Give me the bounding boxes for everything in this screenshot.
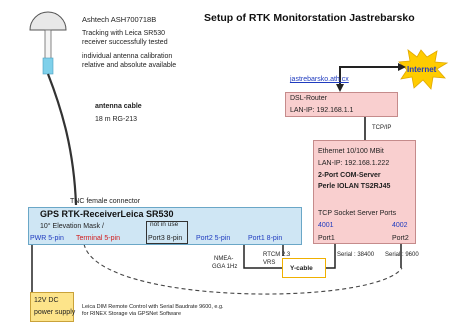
antenna-note-4: relative and absolute available bbox=[82, 62, 177, 69]
power-supply-line-2: power supply bbox=[34, 309, 76, 316]
nmea-link bbox=[243, 244, 282, 269]
terminal-dashed-link bbox=[83, 243, 403, 295]
antenna-note-2: receiver successfully tested bbox=[82, 39, 168, 46]
serial-left-label: Serial : 38400 bbox=[337, 252, 375, 258]
tnc-connector-label: TNC female connector bbox=[70, 198, 141, 205]
receiver-title: GPS RTK-ReceiverLeica SR530 bbox=[40, 209, 174, 219]
dsl-router-box bbox=[285, 92, 398, 117]
comserver-port2-number: 4002 bbox=[392, 222, 408, 229]
comserver-ethernet: Ethernet 10/100 MBit bbox=[318, 148, 384, 155]
terminal-port-label: Terminal 5-pin bbox=[76, 235, 120, 242]
internet-link bbox=[339, 66, 402, 88]
gga-label: GGA 1Hz bbox=[212, 264, 238, 270]
antenna-dome-icon bbox=[29, 11, 67, 31]
pwr-port-label: PWR 5-pin bbox=[30, 235, 64, 242]
comserver-port1-number: 4001 bbox=[318, 222, 334, 229]
comserver-ports-title: TCP Socket Server Ports bbox=[318, 210, 397, 217]
antenna-mount bbox=[42, 57, 54, 75]
port3-label: Port3 8-pin bbox=[148, 235, 183, 242]
antenna-note-3: individual antenna calibration bbox=[82, 53, 173, 60]
router-lan-ip: LAN-IP: 192.168.1.1 bbox=[290, 107, 354, 114]
serial-port1-link bbox=[326, 244, 336, 269]
arrow-right-icon bbox=[398, 63, 406, 71]
port3-unused-frame bbox=[146, 221, 188, 244]
footer-line-2: for RINEX Storage via GPSNet Software bbox=[82, 311, 182, 317]
not-in-use-label: not in use bbox=[150, 221, 179, 228]
page-title: Setup of RTK Monitorstation Jastrebarsko bbox=[204, 12, 415, 24]
vrs-label: VRS bbox=[263, 260, 276, 266]
port2-label: Port2 5-pin bbox=[196, 235, 231, 242]
tcpip-label: TCP/IP bbox=[372, 125, 392, 131]
antenna-note-1: Tracking with Leica SR530 bbox=[82, 30, 166, 37]
port1-label: Port1 8-pin bbox=[248, 235, 283, 242]
internet-burst-icon bbox=[398, 49, 449, 90]
router-type: DSL-Router bbox=[290, 95, 327, 102]
nmea-label: NMEA- bbox=[214, 256, 234, 262]
com-server-box bbox=[313, 140, 416, 244]
antenna-cable-line bbox=[46, 73, 78, 206]
power-supply-line-1: 12V DC bbox=[34, 297, 59, 304]
receiver-box bbox=[28, 207, 302, 245]
antenna-model: Ashtech ASH700718B bbox=[82, 15, 157, 24]
footer-line-1: Leica DIM Remote Control with Serial Bau… bbox=[82, 304, 224, 310]
comserver-lan-ip: LAN-IP: 192.168.1.222 bbox=[318, 160, 390, 167]
power-supply-box bbox=[30, 292, 74, 322]
comserver-port2-label: Port2 bbox=[392, 235, 409, 242]
y-cable-label: Y-cable bbox=[290, 265, 313, 272]
receiver-elevation-mask: 10° Elevation Mask / bbox=[40, 223, 104, 230]
internet-label: Internet bbox=[407, 65, 437, 74]
comserver-title-1: 2-Port COM-Server bbox=[318, 172, 381, 179]
comserver-title-2: Perle IOLAN TS2RJ45 bbox=[318, 183, 391, 190]
arrow-down-icon bbox=[336, 84, 344, 92]
y-cable-frame bbox=[282, 258, 326, 278]
rtcm-label: RTCM 2.3 bbox=[263, 252, 291, 258]
cable-title: antenna cable bbox=[95, 103, 142, 110]
serial-right-label: Serial : 9600 bbox=[385, 252, 419, 258]
router-host: jastrebarsko.ath.cx bbox=[290, 76, 349, 83]
comserver-port1-label: Port1 bbox=[318, 235, 335, 242]
cable-spec: 18 m RG-213 bbox=[95, 116, 138, 123]
